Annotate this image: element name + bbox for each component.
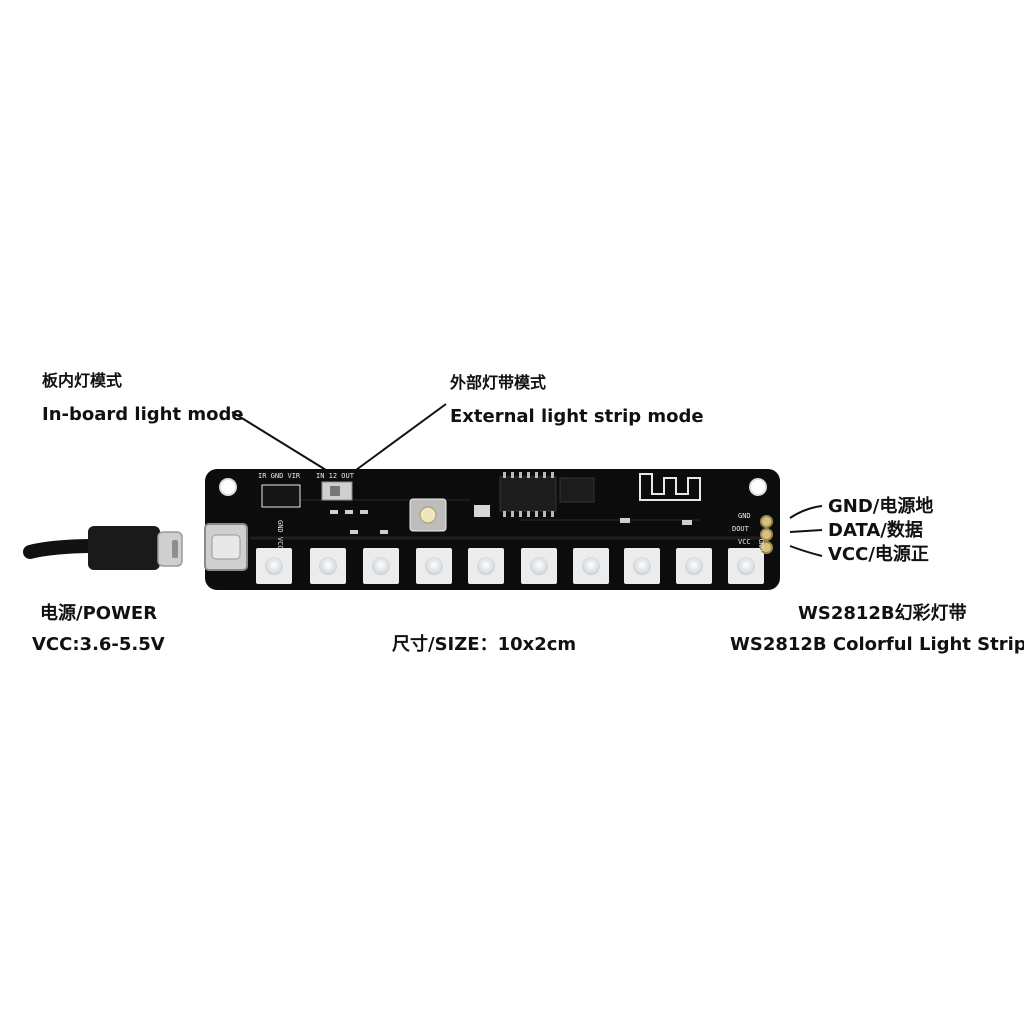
silk-ir-header: IR GND VIR <box>258 472 301 480</box>
silk-switch: IN 12 OUT <box>316 472 354 480</box>
pin-gnd-label: GND/电源地 <box>828 496 934 517</box>
led-1 <box>256 548 292 584</box>
strip-label-en: WS2812B Colorful Light Strip <box>730 634 1024 655</box>
strip-label-cn: WS2812B幻彩灯带 <box>798 603 967 624</box>
led-7 <box>573 548 609 584</box>
led-5 <box>468 548 504 584</box>
led-8 <box>624 548 660 584</box>
pin-data-label: DATA/数据 <box>828 520 923 541</box>
pad-gnd <box>760 515 773 528</box>
pad-vcc <box>760 541 773 554</box>
led-6 <box>521 548 557 584</box>
led-3 <box>363 548 399 584</box>
inboard-mode-label-en: In-board light mode <box>42 404 244 425</box>
external-mode-label-en: External light strip mode <box>450 406 704 427</box>
power-label: 电源/POWER <box>40 603 158 624</box>
vcc-range-label: VCC:3.6-5.5V <box>32 634 165 655</box>
led-4 <box>416 548 452 584</box>
pin-vcc-label: VCC/电源正 <box>828 544 929 565</box>
silk-dout: DOUT <box>732 525 749 533</box>
pad-dout <box>760 528 773 541</box>
led-2 <box>310 548 346 584</box>
silk-vcc: VCC <box>738 538 751 546</box>
external-mode-label-cn: 外部灯带模式 <box>450 373 547 392</box>
silk-gnd: GND <box>738 512 751 520</box>
led-9 <box>676 548 712 584</box>
inboard-mode-label-cn: 板内灯模式 <box>42 371 123 390</box>
size-label: 尺寸/SIZE：10x2cm <box>392 634 577 655</box>
led-10 <box>728 548 764 584</box>
